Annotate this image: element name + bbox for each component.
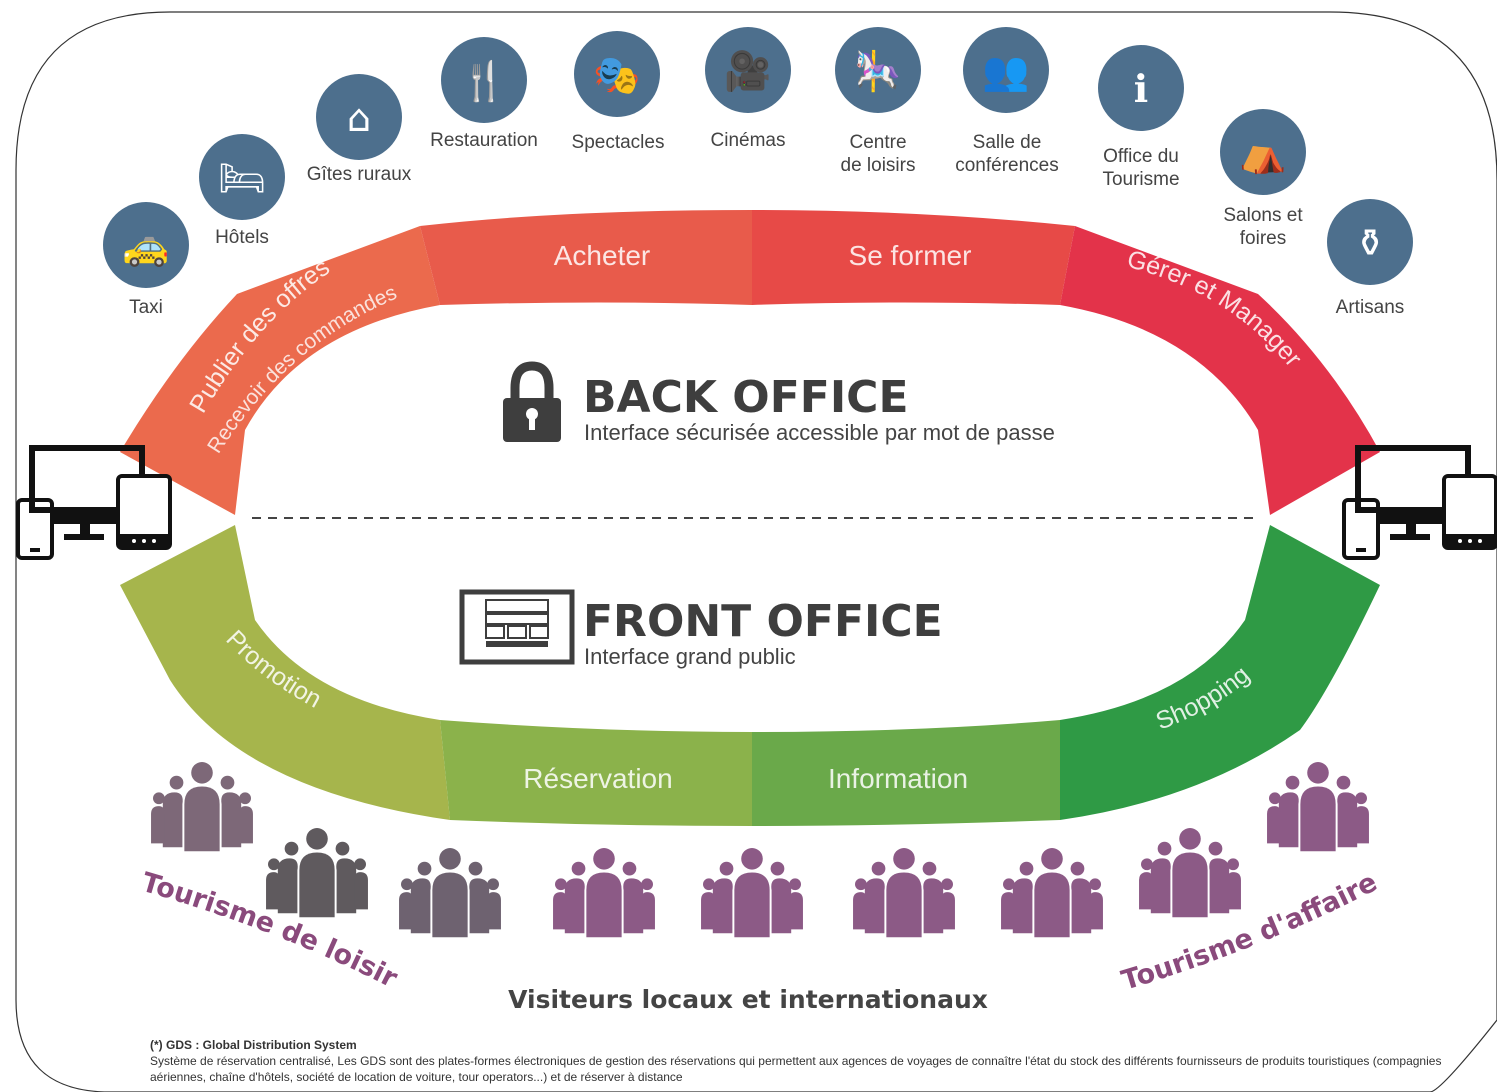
- footnote-title: (*) GDS : Global Distribution System: [150, 1038, 357, 1052]
- band-publier: [120, 226, 440, 515]
- service-label: Cinémas: [711, 130, 786, 151]
- people-group: [701, 848, 803, 938]
- fork-knife-circle: [441, 37, 527, 123]
- cottage-circle: [316, 74, 402, 160]
- back-office-band: [120, 210, 1380, 515]
- service-label: Salle de: [973, 132, 1042, 153]
- vase-circle: [1327, 199, 1413, 285]
- market-stall-icon: ⛺: [1239, 131, 1286, 175]
- label-reservation: Réservation: [523, 763, 672, 794]
- conference-icon: 👥: [982, 49, 1029, 93]
- band-shopping: [1060, 525, 1380, 820]
- band-gerer: [1060, 226, 1380, 515]
- people-group: [553, 848, 655, 938]
- services-layer: 🚕 Taxi 🛏 Hôtels ⌂ Gîtes ruraux 🍴 Restauration 🎭 S…: [103, 27, 1413, 318]
- front-office-band: [120, 525, 1380, 826]
- people-group: [1267, 762, 1369, 852]
- service-label: de loisirs: [841, 155, 916, 176]
- band-acheter: [420, 210, 752, 305]
- people-group: [1001, 848, 1103, 938]
- service-label: Gîtes ruraux: [307, 164, 412, 185]
- people-group: [151, 762, 253, 852]
- carousel-circle: [835, 27, 921, 113]
- back-office-subtitle: Interface sécurisée accessible par mot d…: [584, 420, 1055, 445]
- label-former: Se former: [849, 240, 972, 271]
- padlock-icon: [503, 361, 561, 442]
- front-office-subtitle: Interface grand public: [584, 644, 796, 669]
- people-group: [399, 848, 501, 938]
- frame-border: [15, 11, 1497, 1092]
- vase-icon: ⚱: [1354, 221, 1386, 265]
- band-promotion: [120, 525, 450, 820]
- film-camera-icon: 🎥: [724, 49, 771, 93]
- label-information: Information: [828, 763, 968, 794]
- service-item: 🎥 Cinémas: [705, 27, 791, 151]
- film-camera-circle: [705, 27, 791, 113]
- people-group: [266, 828, 368, 918]
- service-label: Office du: [1103, 146, 1179, 167]
- band-information: [752, 720, 1060, 826]
- taxi-icon: 🚕: [122, 224, 169, 268]
- info-icon: ℹ: [1134, 67, 1148, 111]
- footnote-text: Système de réservation centralisé, Les G…: [150, 1054, 1442, 1084]
- fork-knife-icon: 🍴: [460, 59, 507, 104]
- service-item: ⚱ Artisans: [1327, 199, 1413, 318]
- service-label: conférences: [955, 155, 1059, 176]
- gds-footnote: (*) GDS : Global Distribution System Sys…: [150, 1037, 1470, 1085]
- carousel-icon: 🎠: [854, 49, 901, 94]
- service-item: ⌂ Gîtes ruraux: [307, 74, 412, 185]
- devices-right-icon: [1344, 448, 1496, 558]
- band-reservation: [440, 720, 752, 826]
- service-label: Taxi: [129, 297, 163, 318]
- service-item: 🍴 Restauration: [430, 37, 538, 151]
- bed-icon: 🛏: [218, 156, 266, 200]
- theater-masks-icon: 🎭: [593, 53, 640, 97]
- monitor-icon: [459, 589, 575, 665]
- market-stall-circle: [1220, 109, 1306, 195]
- service-item: 🚕 Taxi: [103, 202, 189, 318]
- label-acheter: Acheter: [554, 240, 651, 271]
- service-label: Artisans: [1336, 297, 1405, 318]
- theater-masks-circle: [574, 31, 660, 117]
- service-label: Tourisme: [1102, 169, 1179, 190]
- visitors-label: Visiteurs locaux et internationaux: [508, 985, 988, 1014]
- conference-circle: [963, 27, 1049, 113]
- service-label: Spectacles: [572, 132, 665, 153]
- service-label: Restauration: [430, 130, 538, 151]
- service-item: 🎭 Spectacles: [572, 31, 665, 153]
- info-circle: [1098, 45, 1184, 131]
- service-label: foires: [1240, 228, 1286, 249]
- service-item: 🛏 Hôtels: [199, 134, 285, 248]
- back-office-title: BACK OFFICE: [583, 372, 909, 423]
- service-label: Hôtels: [215, 227, 269, 248]
- bed-circle: [199, 134, 285, 220]
- band-former: [752, 210, 1075, 305]
- taxi-circle: [103, 202, 189, 288]
- people-group: [1139, 828, 1241, 918]
- people-group: [853, 848, 955, 938]
- service-label: Salons et: [1223, 205, 1303, 226]
- cottage-icon: ⌂: [347, 96, 371, 140]
- service-label: Centre: [849, 132, 906, 153]
- front-office-title: FRONT OFFICE: [583, 596, 943, 647]
